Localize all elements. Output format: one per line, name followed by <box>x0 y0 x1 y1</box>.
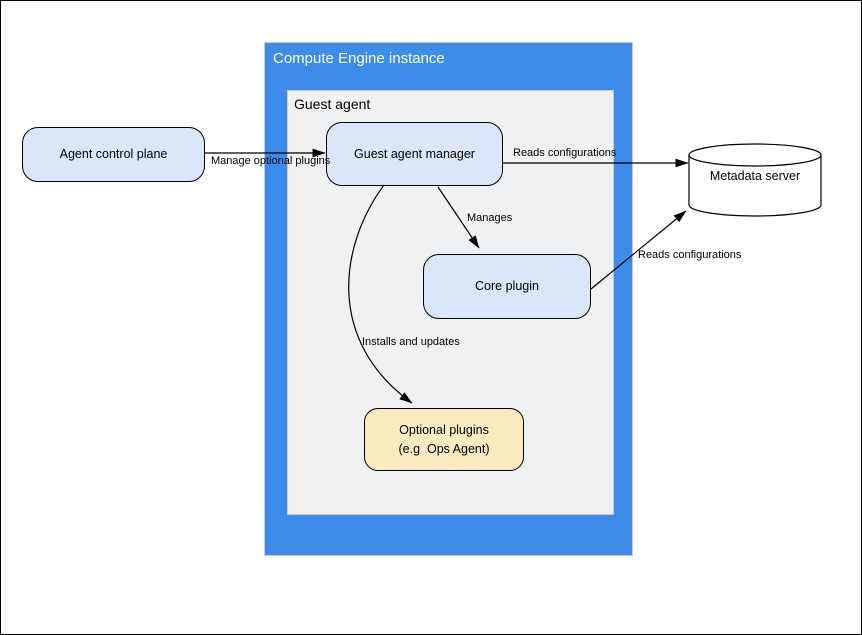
edge-label-manager-reads-configurations: Reads configurations <box>513 147 617 159</box>
agent-control-plane-node: Agent control plane <box>22 127 205 182</box>
guest-agent-title: Guest agent <box>294 96 371 112</box>
optional-plugins-label-line2: (e.g Ops Agent) <box>398 441 490 456</box>
guest-agent-manager-node: Guest agent manager <box>326 122 503 186</box>
compute-engine-instance-title: Compute Engine instance <box>273 50 445 67</box>
edge-label-installs-and-updates: Installs and updates <box>362 336 460 348</box>
optional-plugins-node: Optional plugins (e.g Ops Agent) <box>364 408 524 471</box>
optional-plugins-label-line1: Optional plugins <box>399 422 489 437</box>
edge-label-manage-optional-plugins: Manage optional plugins <box>211 155 331 167</box>
guest-agent-manager-label: Guest agent manager <box>354 146 475 161</box>
core-plugin-node: Core plugin <box>423 254 591 319</box>
edge-label-core-reads-configurations: Reads configurations <box>638 249 742 261</box>
agent-control-plane-label: Agent control plane <box>59 147 168 161</box>
metadata-server-label: Metadata server <box>709 169 801 183</box>
cylinder-top <box>688 143 822 167</box>
cylinder-body <box>688 155 822 217</box>
core-plugin-label: Core plugin <box>475 279 539 293</box>
edge-label-manages: Manages <box>467 212 513 224</box>
